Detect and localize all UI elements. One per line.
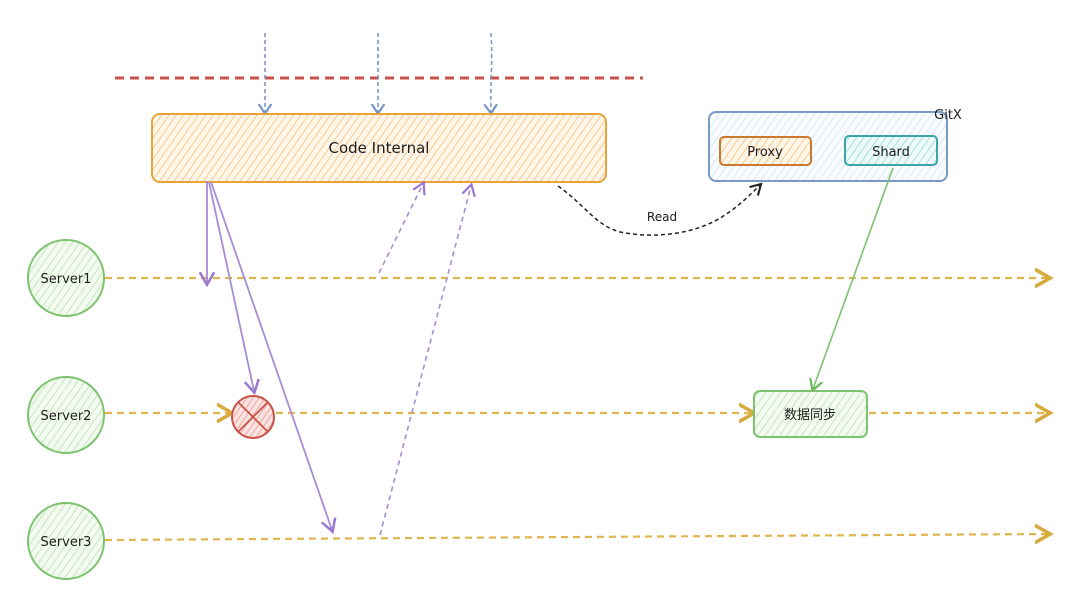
server3-label: Server3 (41, 535, 92, 550)
write-arrow-server2 (208, 181, 254, 391)
shard-label: Shard (872, 145, 910, 160)
server3-node: Server3 (27, 502, 105, 580)
response-arrows (378, 184, 471, 536)
gitx-label: GitX (934, 108, 962, 123)
server1-label: Server1 (41, 272, 92, 287)
write-arrow-server3 (210, 181, 332, 530)
server3-timeline (104, 534, 1048, 540)
code-internal-block: Code Internal (151, 113, 607, 183)
write-arrows (207, 181, 332, 530)
read-label: Read (647, 210, 677, 224)
server2-label: Server2 (41, 409, 92, 424)
server-timelines (104, 278, 1048, 540)
data-sync-box: 数据同步 (753, 390, 868, 438)
response-arrow-server1 (378, 184, 423, 274)
incoming-arrow-3 (491, 32, 492, 112)
proxy-box: Proxy (719, 136, 812, 166)
response-arrow-server3 (379, 186, 471, 536)
code-internal-label: Code Internal (329, 139, 430, 157)
proxy-label: Proxy (747, 145, 783, 160)
read-arrow (557, 185, 760, 236)
gitx-block: GitX Proxy Shard (708, 108, 962, 182)
server2-node: Server2 (27, 376, 105, 454)
server1-node: Server1 (27, 239, 105, 317)
shard-box: Shard (844, 135, 938, 166)
data-sync-label: 数据同步 (784, 408, 836, 423)
shard-sync-arrow (813, 167, 894, 389)
incoming-request-arrows (265, 32, 492, 112)
failure-marker-icon (231, 395, 275, 439)
